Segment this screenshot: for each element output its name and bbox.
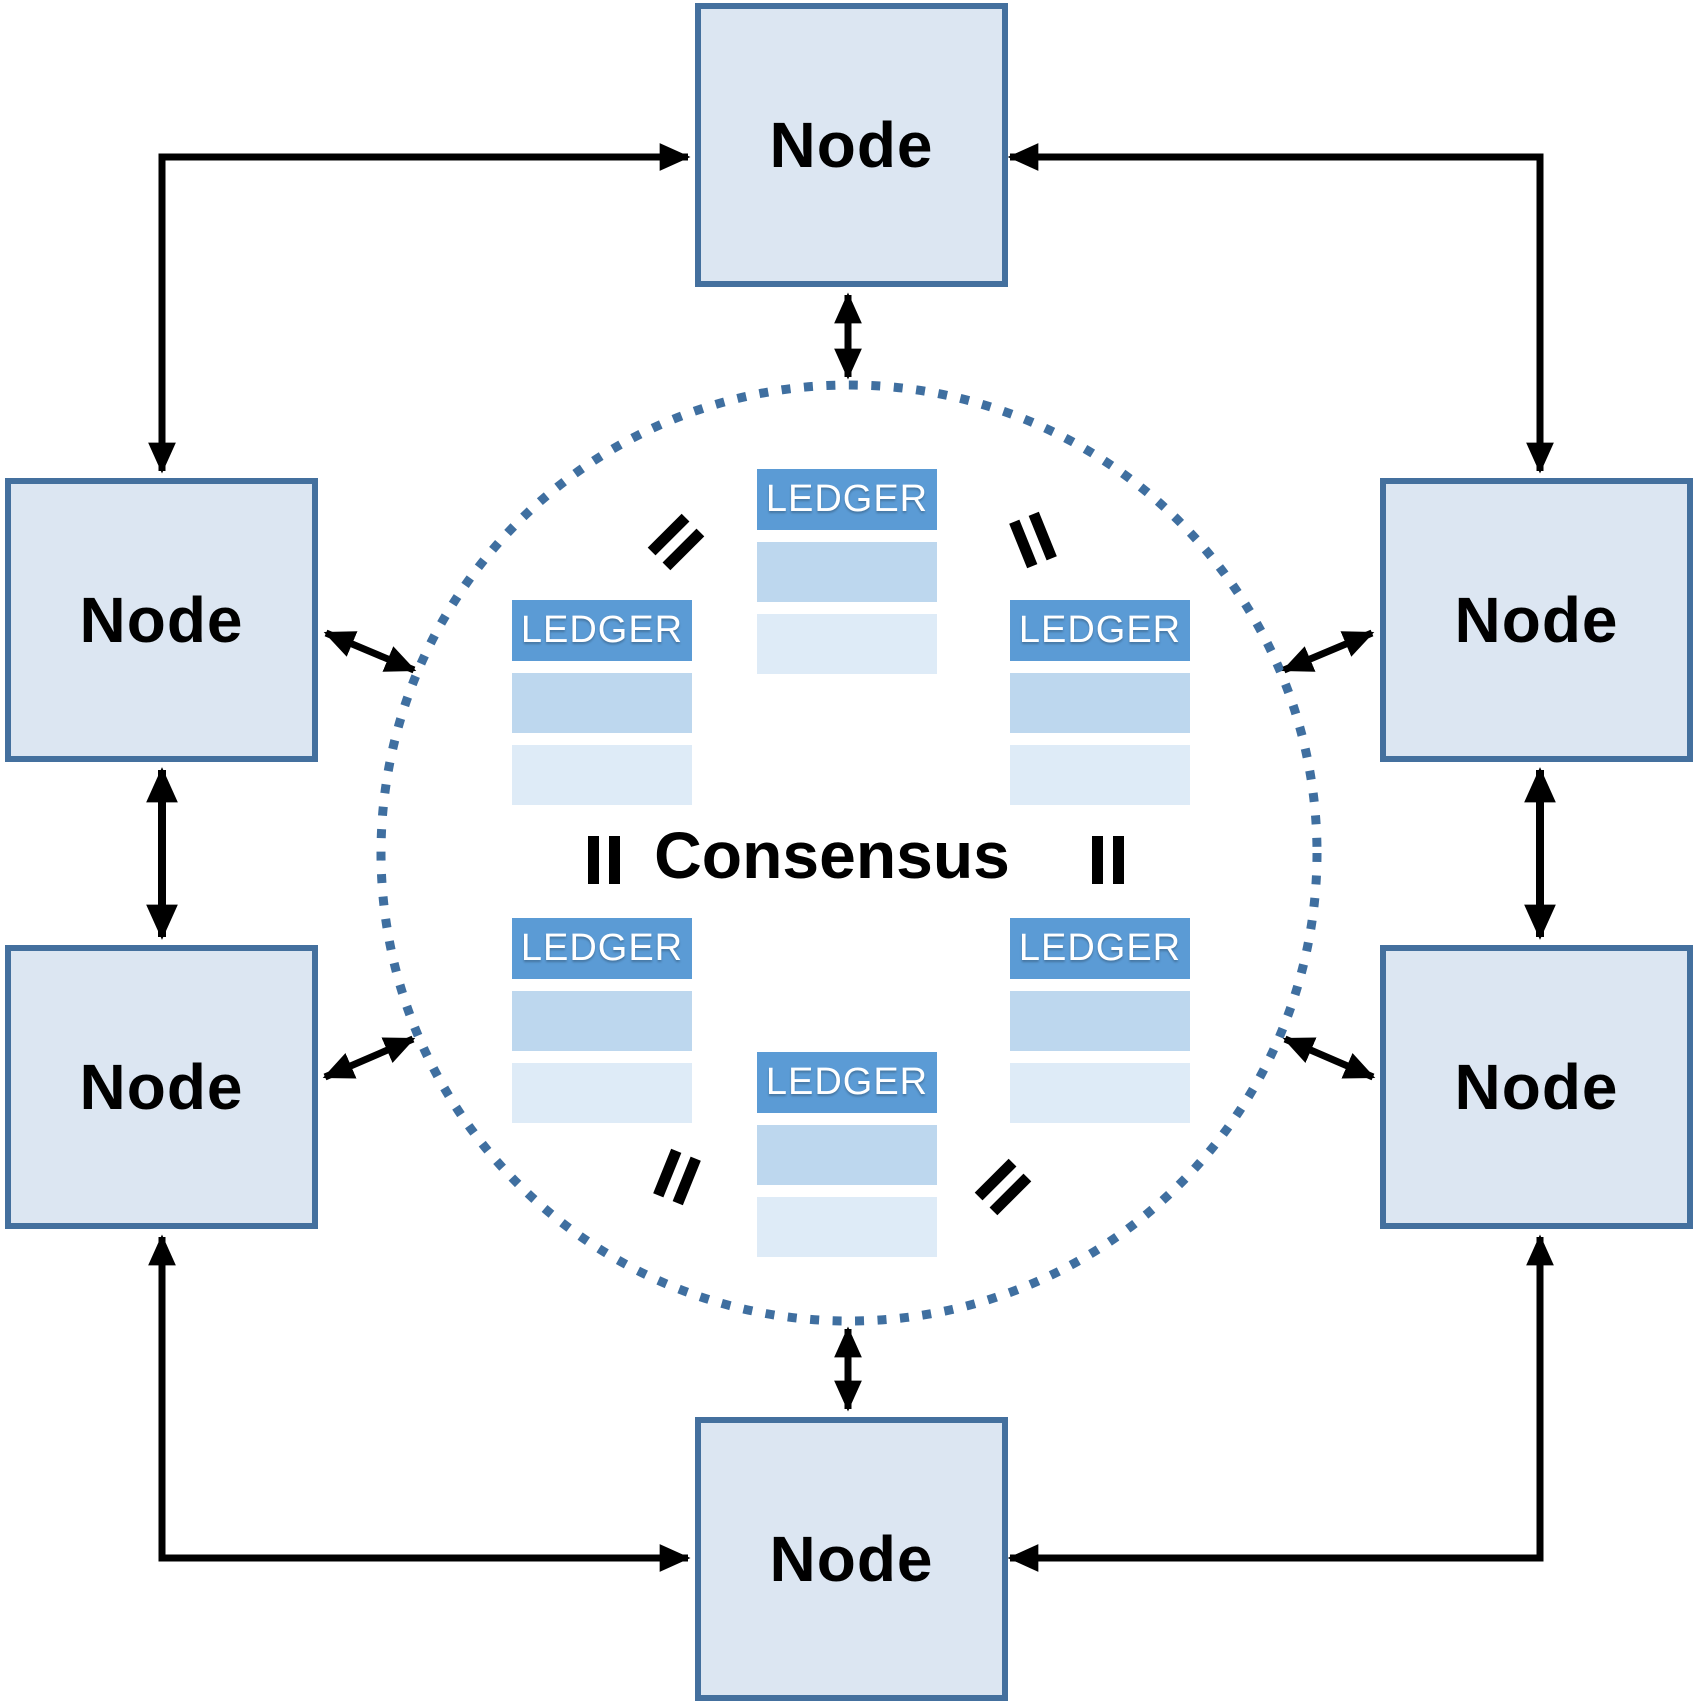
consensus-label: Consensus (654, 818, 1010, 892)
connector-bottom-node-left-lower-node (148, 1234, 691, 1572)
connector-right-lower-node-circle (1282, 1035, 1376, 1081)
connector-right-upper-node-circle (1281, 629, 1375, 674)
ledger-table-lower-right: LEDGER (1010, 918, 1190, 1123)
ledger-row (757, 614, 937, 674)
ledger-row (512, 991, 692, 1051)
ledger-row (757, 542, 937, 602)
node-box-right-lower: Node (1380, 945, 1693, 1229)
ledger-row (1010, 745, 1190, 805)
ledger-row (1010, 1063, 1190, 1123)
ledger-table-upper-right: LEDGER (1010, 600, 1190, 805)
connector-left-upper-node-circle (323, 629, 417, 674)
node-label: Node (769, 109, 934, 181)
ledger-row (512, 745, 692, 805)
ledger-header: LEDGER (512, 918, 692, 979)
ledger-table-lower-left: LEDGER (512, 918, 692, 1123)
connector-bottom-node-right-lower-node (1007, 1234, 1554, 1572)
node-box-bottom: Node (695, 1417, 1008, 1701)
equals-icon (1092, 836, 1124, 884)
node-box-right-upper: Node (1380, 478, 1693, 762)
ledger-row (1010, 673, 1190, 733)
node-label: Node (1454, 1051, 1619, 1123)
connector-top-node-left-upper-node (148, 143, 691, 474)
node-label: Node (1454, 584, 1619, 656)
connector-top-node-right-upper-node (1007, 143, 1554, 474)
ledger-header: LEDGER (757, 1052, 937, 1113)
consensus-circle (376, 380, 1322, 1326)
ledger-header: LEDGER (512, 600, 692, 661)
node-box-left-upper: Node (5, 478, 318, 762)
connector-left-lower-node-circle (322, 1035, 416, 1081)
node-box-left-lower: Node (5, 945, 318, 1229)
ledger-row (512, 1063, 692, 1123)
ledger-header: LEDGER (1010, 600, 1190, 661)
node-label: Node (79, 584, 244, 656)
ledger-row (757, 1125, 937, 1185)
ledger-header: LEDGER (757, 469, 937, 530)
node-box-top: Node (695, 3, 1008, 287)
ledger-table-top: LEDGER (757, 469, 937, 674)
ledger-table-upper-left: LEDGER (512, 600, 692, 805)
node-label: Node (79, 1051, 244, 1123)
ledger-row (1010, 991, 1190, 1051)
ledger-header: LEDGER (1010, 918, 1190, 979)
node-label: Node (769, 1523, 934, 1595)
ledger-table-bottom: LEDGER (757, 1052, 937, 1257)
equals-icon (588, 836, 620, 884)
ledger-row (757, 1197, 937, 1257)
ledger-row (512, 673, 692, 733)
